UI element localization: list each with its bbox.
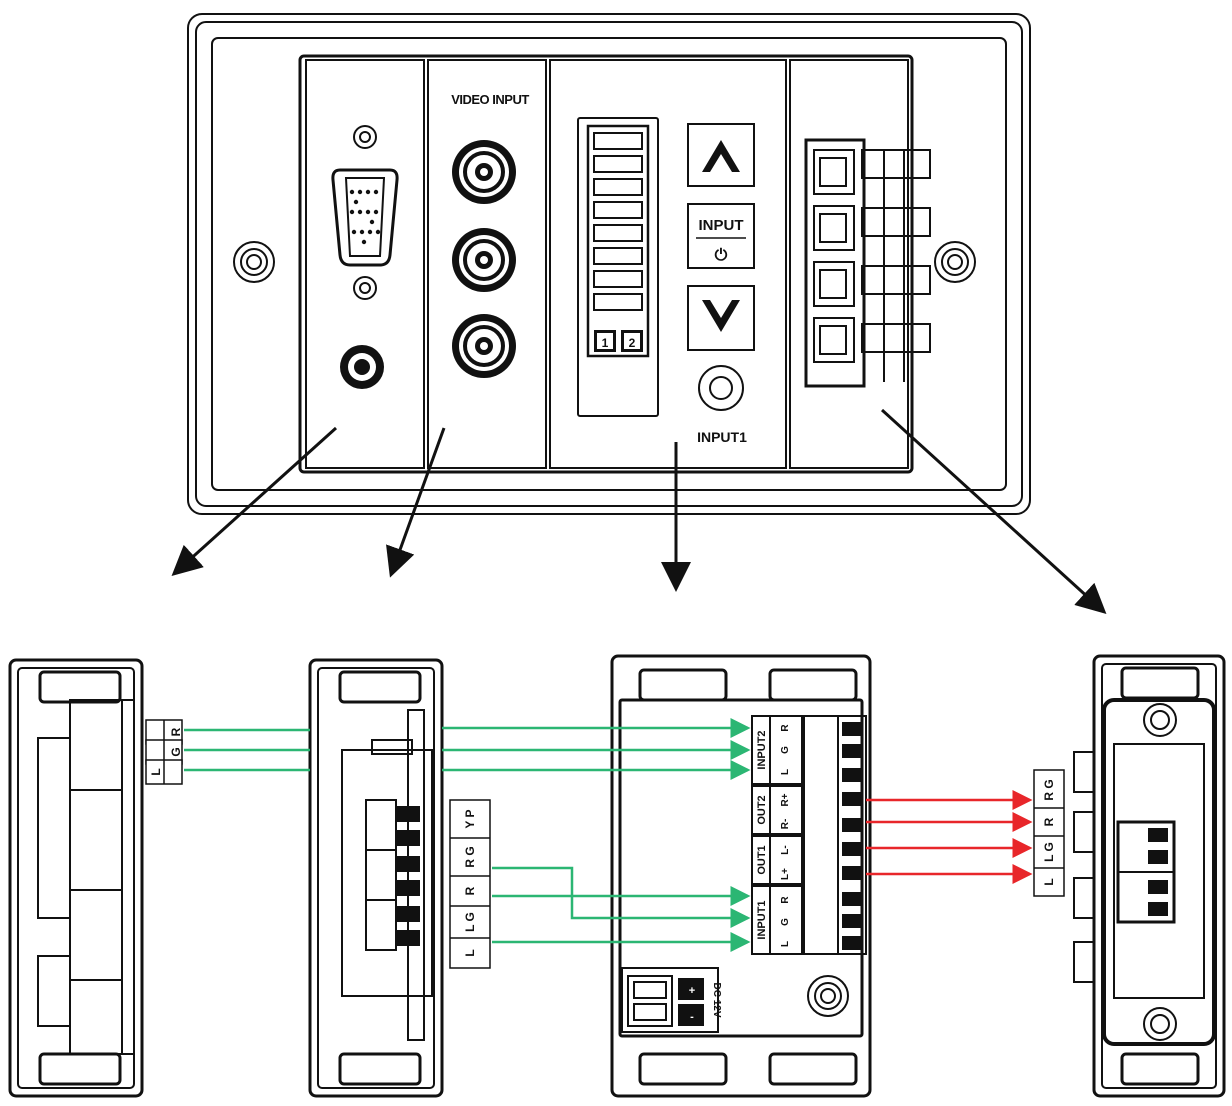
- up-button[interactable]: [687, 123, 755, 187]
- speaker-terminal-block: [1148, 828, 1168, 916]
- mount-screw-left: [233, 241, 275, 283]
- input1-label: INPUT1: [697, 429, 747, 445]
- speaker-pin-r: R: [1042, 817, 1056, 826]
- chevron-up-icon: [702, 140, 740, 172]
- audio-jack-icon: [340, 345, 384, 389]
- speaker-terminal-plate: [789, 59, 931, 469]
- power-label: DC 12V: [711, 982, 722, 1017]
- video-pin-r: R: [463, 886, 477, 895]
- main-pin-in2-l: L: [780, 769, 791, 775]
- group-label-input1: INPUT1: [756, 900, 768, 939]
- pointer-arrows: [171, 408, 1107, 615]
- video-input-label: VIDEO INPUT: [451, 92, 529, 107]
- speaker-pin-rg: R G: [1042, 779, 1056, 800]
- vga-port-icon: [349, 189, 381, 245]
- audio-pin-l: L: [149, 768, 163, 775]
- chevron-down-icon: [702, 300, 740, 332]
- video-pin-lg: L G: [463, 912, 477, 932]
- led-label-2: 2: [629, 336, 636, 350]
- vga-audio-plate: [305, 59, 425, 469]
- power-pin-minus: -: [690, 1011, 694, 1023]
- main-pin-in1-g: G: [780, 918, 791, 926]
- led-indicators: [594, 330, 643, 352]
- rca-jack-icon: [452, 140, 516, 204]
- input-button-label: INPUT: [699, 217, 744, 234]
- audio-pin-block: [145, 719, 183, 785]
- main-pin-out2-rn: R-: [780, 819, 791, 830]
- power-icon: ⏻: [715, 247, 728, 264]
- video-pin-l: L: [463, 949, 477, 956]
- control-plate: [549, 59, 787, 469]
- speaker-pin-l: L: [1042, 878, 1056, 885]
- power-pin-plus: +: [689, 985, 695, 997]
- audio-pin-r: R: [169, 727, 183, 736]
- video-input-plate: [427, 59, 547, 469]
- main-pin-in2-g: G: [780, 746, 791, 754]
- rear-video-module: [308, 658, 444, 1098]
- rca-jack-icon: [452, 228, 516, 292]
- speaker-pin-lg: L G: [1042, 842, 1056, 862]
- rear-speaker-module: [1073, 654, 1226, 1098]
- video-pin-yp: Y P: [463, 809, 477, 828]
- main-pin-in1-r: R: [780, 896, 791, 904]
- main-pin-out1-lp: L+: [780, 868, 791, 880]
- rear-main-module: [610, 654, 872, 1098]
- video-pin-rg: R G: [463, 846, 477, 867]
- ir-sensor-icon: [698, 365, 744, 411]
- rear-audio-module: [8, 658, 144, 1098]
- rca-jack-icons: [452, 140, 516, 378]
- input-button[interactable]: [687, 203, 755, 269]
- speaker-pin-block: [1033, 769, 1065, 897]
- main-pin-in2-r: R: [780, 724, 791, 732]
- green-signal-wires: [184, 718, 751, 952]
- audio-pin-g: G: [169, 747, 183, 756]
- video-terminal-block: [396, 806, 420, 946]
- group-label-out1: OUT1: [756, 845, 768, 874]
- main-pin-out1-ln: L-: [780, 845, 791, 854]
- mount-screw-right: [934, 241, 976, 283]
- rca-jack-icon: [452, 314, 516, 378]
- main-terminal-block: [678, 722, 862, 1026]
- main-pin-in1-l: L: [780, 941, 791, 947]
- down-button[interactable]: [687, 285, 755, 351]
- front-panel: [187, 13, 1031, 515]
- main-pin-out2-rp: R+: [780, 793, 791, 806]
- led-label-1: 1: [602, 336, 609, 350]
- group-label-out2: OUT2: [756, 795, 768, 824]
- video-pin-block: [449, 799, 491, 969]
- led-bar: [593, 132, 643, 311]
- group-label-input2: INPUT2: [756, 730, 768, 769]
- red-speaker-wires: [866, 790, 1033, 884]
